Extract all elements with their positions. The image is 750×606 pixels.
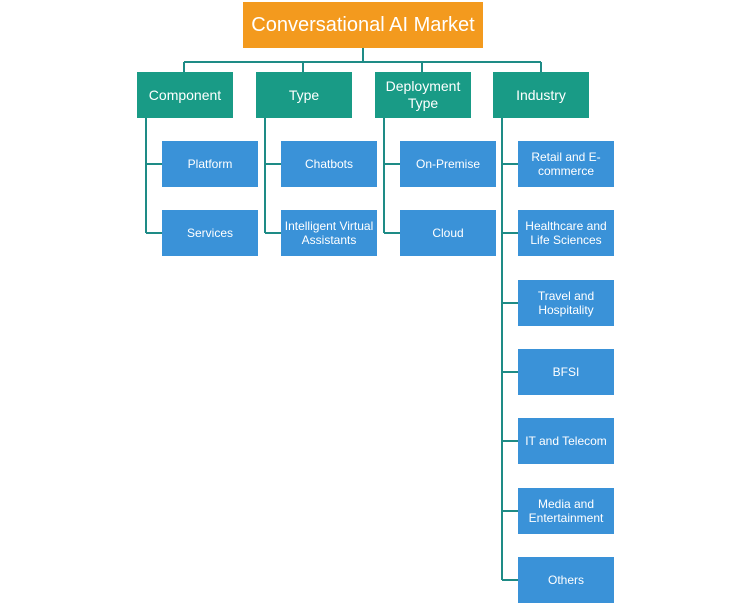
leaf-retail-ecommerce: Retail and E-commerce xyxy=(518,141,614,187)
category-type: Type xyxy=(256,72,352,118)
root-node: Conversational AI Market xyxy=(243,2,483,48)
category-industry: Industry xyxy=(493,72,589,118)
leaf-bfsi: BFSI xyxy=(518,349,614,395)
category-deployment-type: Deployment Type xyxy=(375,72,471,118)
leaf-services: Services xyxy=(162,210,258,256)
leaf-intelligent-virtual-assistants: Intelligent Virtual Assistants xyxy=(281,210,377,256)
leaf-chatbots: Chatbots xyxy=(281,141,377,187)
leaf-healthcare-life-sciences: Healthcare and Life Sciences xyxy=(518,210,614,256)
leaf-media-entertainment: Media and Entertainment xyxy=(518,488,614,534)
category-component: Component xyxy=(137,72,233,118)
leaf-on-premise: On-Premise xyxy=(400,141,496,187)
leaf-travel-hospitality: Travel and Hospitality xyxy=(518,280,614,326)
leaf-it-telecom: IT and Telecom xyxy=(518,418,614,464)
leaf-others: Others xyxy=(518,557,614,603)
leaf-platform: Platform xyxy=(162,141,258,187)
leaf-cloud: Cloud xyxy=(400,210,496,256)
